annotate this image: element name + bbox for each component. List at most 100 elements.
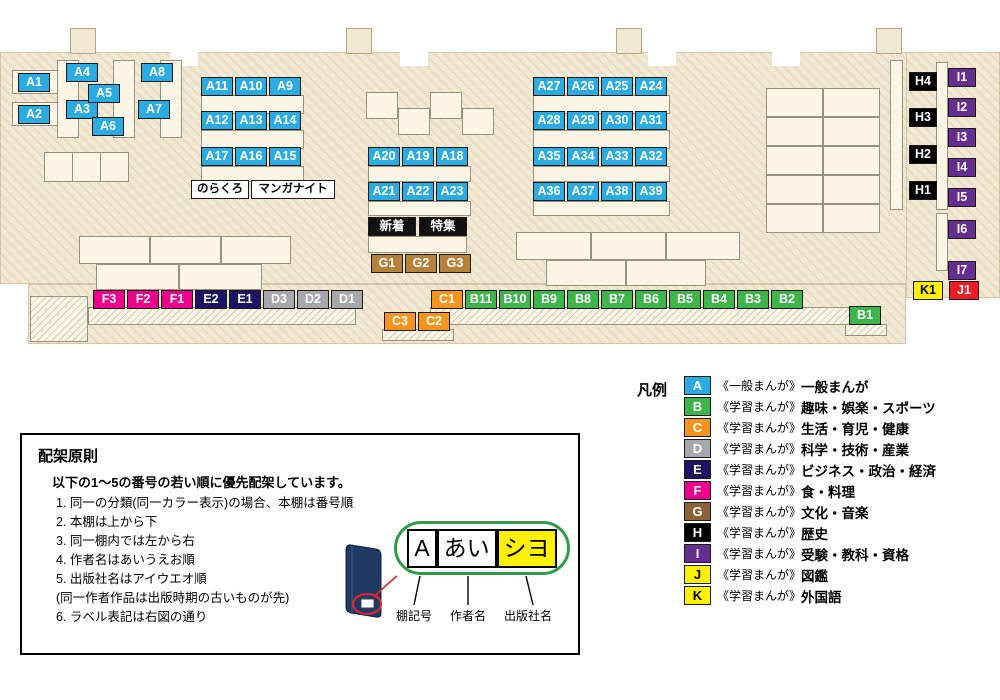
legend-color-swatch: C — [684, 418, 711, 437]
legend-category-name: 一般まんが — [801, 379, 869, 395]
shelf — [79, 236, 150, 264]
legend-category-name: 文化・音楽 — [801, 505, 869, 521]
callout-author-name: 作者名 — [450, 609, 487, 623]
legend-title: 凡例 — [637, 382, 668, 399]
wall-pillar — [616, 28, 642, 54]
shelf-section-label: H1 — [909, 181, 937, 200]
shelf — [823, 175, 880, 204]
legend-row: E《学習まんが》ビジネス・政治・経済 — [684, 459, 936, 480]
shelf-section-label: A17 — [201, 147, 233, 166]
legend-color-swatch: J — [684, 565, 711, 584]
shelf-section-label: K1 — [913, 281, 943, 300]
shelf-section-label: D2 — [297, 290, 329, 309]
shelf — [516, 232, 591, 260]
legend-color-swatch: K — [684, 586, 711, 605]
shelf-section-label: A8 — [141, 63, 173, 82]
shelf-section-label: A29 — [567, 111, 599, 130]
shelf-section-label: A24 — [635, 77, 667, 96]
shelf-section-label: A25 — [601, 77, 633, 96]
shelf-section-label: G2 — [405, 254, 437, 273]
shelf — [96, 264, 179, 290]
legend-row: J《学習まんが》図鑑 — [684, 564, 936, 585]
shelf-hatched — [30, 296, 88, 342]
legend-row: K 《学習まんが》外国語 — [684, 585, 936, 606]
shelf-section-label: J1 — [949, 281, 979, 300]
shelf — [823, 88, 880, 117]
legend-color-swatch: H — [684, 523, 711, 542]
shelf-section-label: A4 — [66, 63, 98, 82]
legend-color-swatch: B — [684, 397, 711, 416]
shelf-section-label: I4 — [948, 158, 976, 177]
map-sign-label: 特集 — [419, 217, 467, 236]
legend-genre-prefix: 《学習まんが》 — [717, 421, 802, 435]
legend-category-name: ビジネス・政治・経済 — [801, 463, 937, 479]
shelf-section-label: A14 — [269, 111, 301, 130]
legend-genre-prefix: 《学習まんが》 — [717, 526, 802, 540]
legend-category-name: 受験・教科・資格 — [801, 547, 910, 563]
principle-item: 4. 作者名はあいうえお順 — [56, 553, 195, 567]
shelf-section-label: A7 — [138, 100, 170, 119]
shelf-section-label: B10 — [499, 290, 531, 309]
door-gap — [400, 52, 428, 66]
shelf — [626, 260, 706, 286]
legend-genre-prefix: 《学習まんが》 — [717, 442, 802, 456]
shelf — [766, 88, 823, 117]
shelf-hatched — [88, 307, 356, 325]
shelf-section-label: B5 — [669, 290, 701, 309]
shelf — [823, 146, 880, 175]
shelf-section-label: I6 — [948, 220, 976, 239]
principle-item: 6. ラベル表記は右図の通り — [56, 610, 208, 624]
shelf-section-label: A39 — [635, 182, 667, 201]
shelf — [591, 232, 666, 260]
legend-row: I 《学習まんが》受験・教科・資格 — [684, 543, 936, 564]
door-gap — [772, 52, 800, 66]
shelf — [823, 117, 880, 146]
legend-row: G 《学習まんが》文化・音楽 — [684, 501, 936, 522]
shelf — [72, 152, 101, 182]
shelf — [533, 201, 670, 216]
shelf-section-label: H3 — [909, 108, 937, 127]
shelf — [398, 108, 430, 135]
legend-category-name: 食・料理 — [801, 484, 856, 500]
legend-genre-prefix: 《学習まんが》 — [717, 547, 802, 561]
legend-row: C《学習まんが》生活・育児・健康 — [684, 417, 936, 438]
shelf — [430, 92, 462, 119]
legend-color-swatch: G — [684, 502, 711, 521]
shelf-section-label: A19 — [402, 147, 434, 166]
legend-genre-prefix: 《学習まんが》 — [717, 589, 802, 603]
shelf-section-label: A21 — [368, 182, 400, 201]
principle-item: 1. 同一の分類(同一カラー表示)の場合、本棚は番号順 — [56, 496, 354, 510]
shelf-section-label: A38 — [601, 182, 633, 201]
shelf-section-label: A6 — [92, 117, 124, 136]
map-sign-label: のらくろ — [191, 180, 249, 199]
shelf-section-label: F2 — [127, 290, 159, 309]
legend-row: F《学習まんが》食・料理 — [684, 480, 936, 501]
legend-category-name: 趣味・娯楽・スポーツ — [801, 400, 936, 416]
shelf — [766, 146, 823, 175]
shelf-section-label: I1 — [948, 68, 976, 87]
shelf — [179, 264, 262, 290]
principles-intro: 以下の1〜5の番号の若い順に優先配架しています。 — [52, 475, 351, 490]
legend-row: D《学習まんが》科学・技術・産業 — [684, 438, 936, 459]
legend-genre-prefix: 《学習まんが》 — [717, 505, 802, 519]
sample-shelf-code: A — [407, 528, 437, 568]
shelf-section-label: A16 — [235, 147, 267, 166]
shelf — [766, 175, 823, 204]
legend-color-swatch: A — [684, 376, 711, 395]
shelf-section-label: F3 — [93, 290, 125, 309]
shelf-section-label: I5 — [948, 188, 976, 207]
shelf — [936, 62, 948, 210]
shelf-section-label: I3 — [948, 128, 976, 147]
shelf-section-label: C2 — [418, 312, 450, 331]
shelf-section-label: C1 — [431, 290, 463, 309]
shelf — [366, 92, 398, 119]
shelf-section-label: A18 — [436, 147, 468, 166]
shelf — [368, 201, 471, 216]
shelf-section-label: H2 — [909, 145, 937, 164]
legend-category-name: 外国語 — [801, 589, 842, 605]
legend-color-swatch: I — [684, 544, 711, 563]
wall-pillar — [346, 28, 372, 54]
shelf-section-label: A5 — [88, 84, 120, 103]
shelf-section-label: A32 — [635, 147, 667, 166]
shelf-section-label: H4 — [909, 72, 937, 91]
